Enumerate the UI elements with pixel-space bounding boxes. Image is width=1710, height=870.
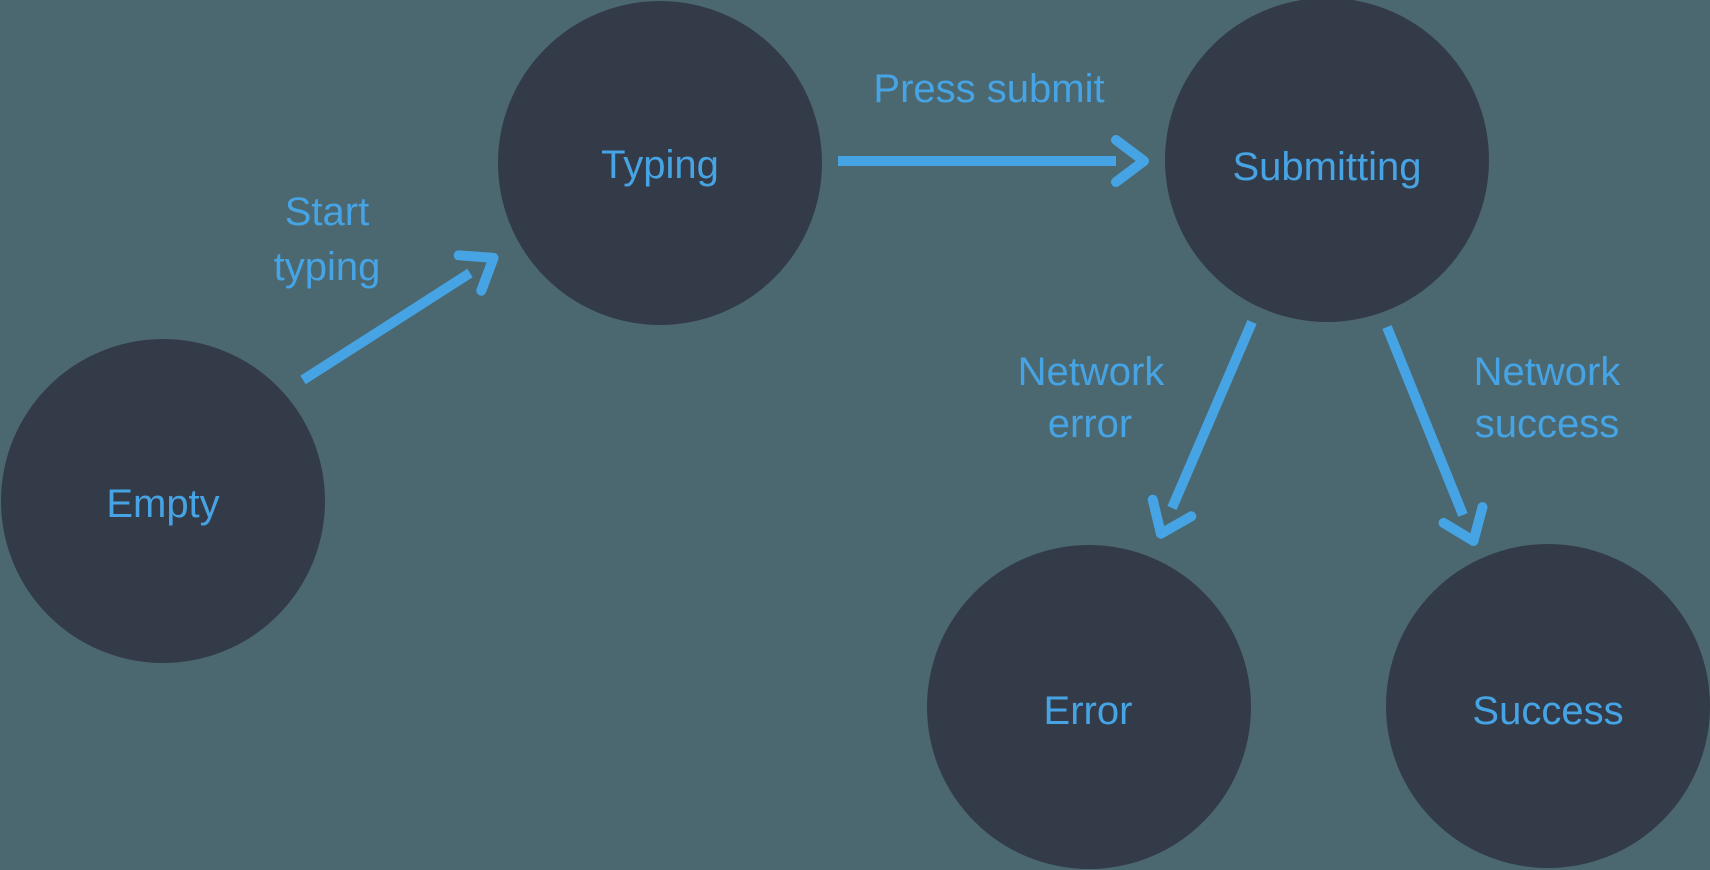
edge-label-network-success-line2: success: [1475, 402, 1620, 446]
edge-network-error: Network error: [1018, 320, 1257, 539]
edge-label-network-error-line2: error: [1048, 402, 1132, 446]
edge-press-submit: Press submit: [838, 67, 1149, 187]
edge-label-start-typing-line1: Start: [285, 190, 369, 234]
state-node-typing: Typing: [498, 1, 822, 325]
state-circle-submitting: [1165, 0, 1489, 322]
edge-arrow-network-success: [1382, 325, 1488, 546]
state-node-empty: Empty: [1, 339, 325, 663]
edge-label-network-error-line1: Network: [1018, 350, 1166, 394]
state-circle-error: [927, 545, 1251, 869]
edge-label-press-submit: Press submit: [873, 67, 1104, 111]
state-circle-success: [1386, 544, 1710, 868]
state-label-error: Error: [1044, 689, 1133, 733]
state-node-success: Success: [1386, 544, 1710, 868]
state-circle-empty: [1, 339, 325, 663]
edge-network-success: Network success: [1382, 325, 1622, 546]
state-label-typing: Typing: [601, 143, 719, 187]
state-label-submitting: Submitting: [1233, 145, 1422, 189]
state-label-empty: Empty: [106, 482, 219, 526]
state-node-submitting: Submitting: [1165, 0, 1489, 322]
state-node-error: Error: [927, 545, 1251, 869]
edge-label-network-success-line1: Network: [1474, 350, 1622, 394]
state-label-success: Success: [1472, 689, 1623, 733]
edge-arrow-network-error: [1147, 320, 1257, 539]
edge-label-start-typing-line2: typing: [274, 245, 381, 289]
state-circle-typing: [498, 1, 822, 325]
edge-arrow-start-typing: [300, 250, 499, 385]
edge-start-typing: Start typing: [274, 190, 499, 385]
